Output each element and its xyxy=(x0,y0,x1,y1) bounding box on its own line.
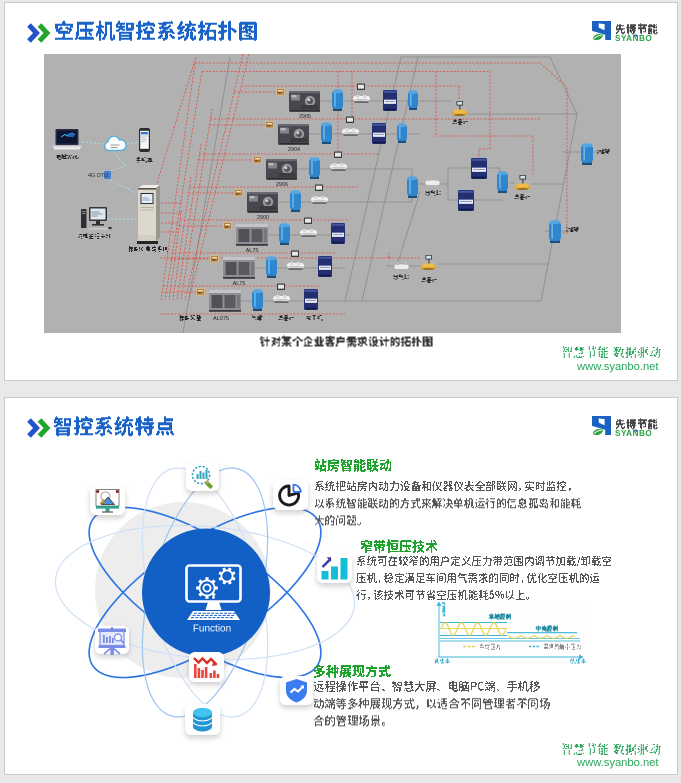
svg-text:4G DTU: 4G DTU xyxy=(88,173,108,179)
svg-text:AL75: AL75 xyxy=(246,248,259,254)
svg-text:AL75: AL75 xyxy=(233,281,246,287)
svg-text:2904: 2904 xyxy=(288,147,300,153)
svg-text:2900: 2900 xyxy=(257,215,269,221)
svg-text:www.syanbo.net: www.syanbo.net xyxy=(576,757,659,769)
svg-text:Function: Function xyxy=(193,624,231,635)
svg-text:SYANBO: SYANBO xyxy=(615,429,652,438)
svg-text:2905: 2905 xyxy=(299,114,311,120)
svg-text:SYANBO: SYANBO xyxy=(615,34,652,43)
svg-text:AL075: AL075 xyxy=(213,316,229,322)
svg-text:2906: 2906 xyxy=(276,182,288,188)
svg-text:www.syanbo.net: www.syanbo.net xyxy=(576,361,659,373)
